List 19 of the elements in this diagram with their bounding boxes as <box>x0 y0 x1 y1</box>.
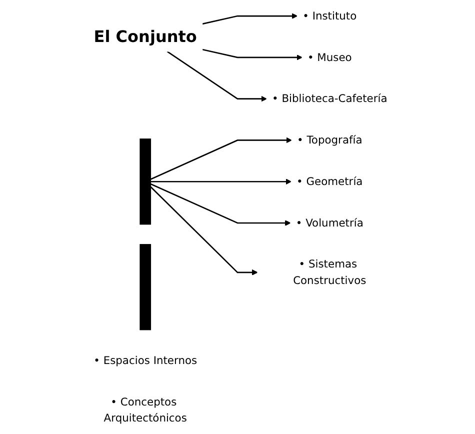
node-text: • Espacios Internos <box>94 354 198 367</box>
arrow <box>166 50 267 102</box>
node-text: El Conjunto <box>94 27 197 46</box>
arrow <box>150 137 292 180</box>
node-text: • Conceptos Arquitectónicos <box>104 395 187 424</box>
node-text: • Biblioteca-Cafetería <box>272 92 388 105</box>
node-text: • Museo <box>307 50 352 64</box>
arrow <box>202 13 298 25</box>
node-bar <box>140 138 152 225</box>
node-text: • Instituto <box>302 9 357 22</box>
arrow <box>150 186 258 276</box>
node-bar <box>140 244 152 330</box>
arrow <box>150 178 292 185</box>
node-text: • Geometría <box>296 174 363 188</box>
node-text: • Topografía <box>297 134 362 146</box>
node-text: • Volumetría <box>296 216 364 230</box>
arrow <box>150 183 291 226</box>
node-text: • Sistemas Constructivos <box>293 258 366 286</box>
arrow <box>202 48 302 60</box>
